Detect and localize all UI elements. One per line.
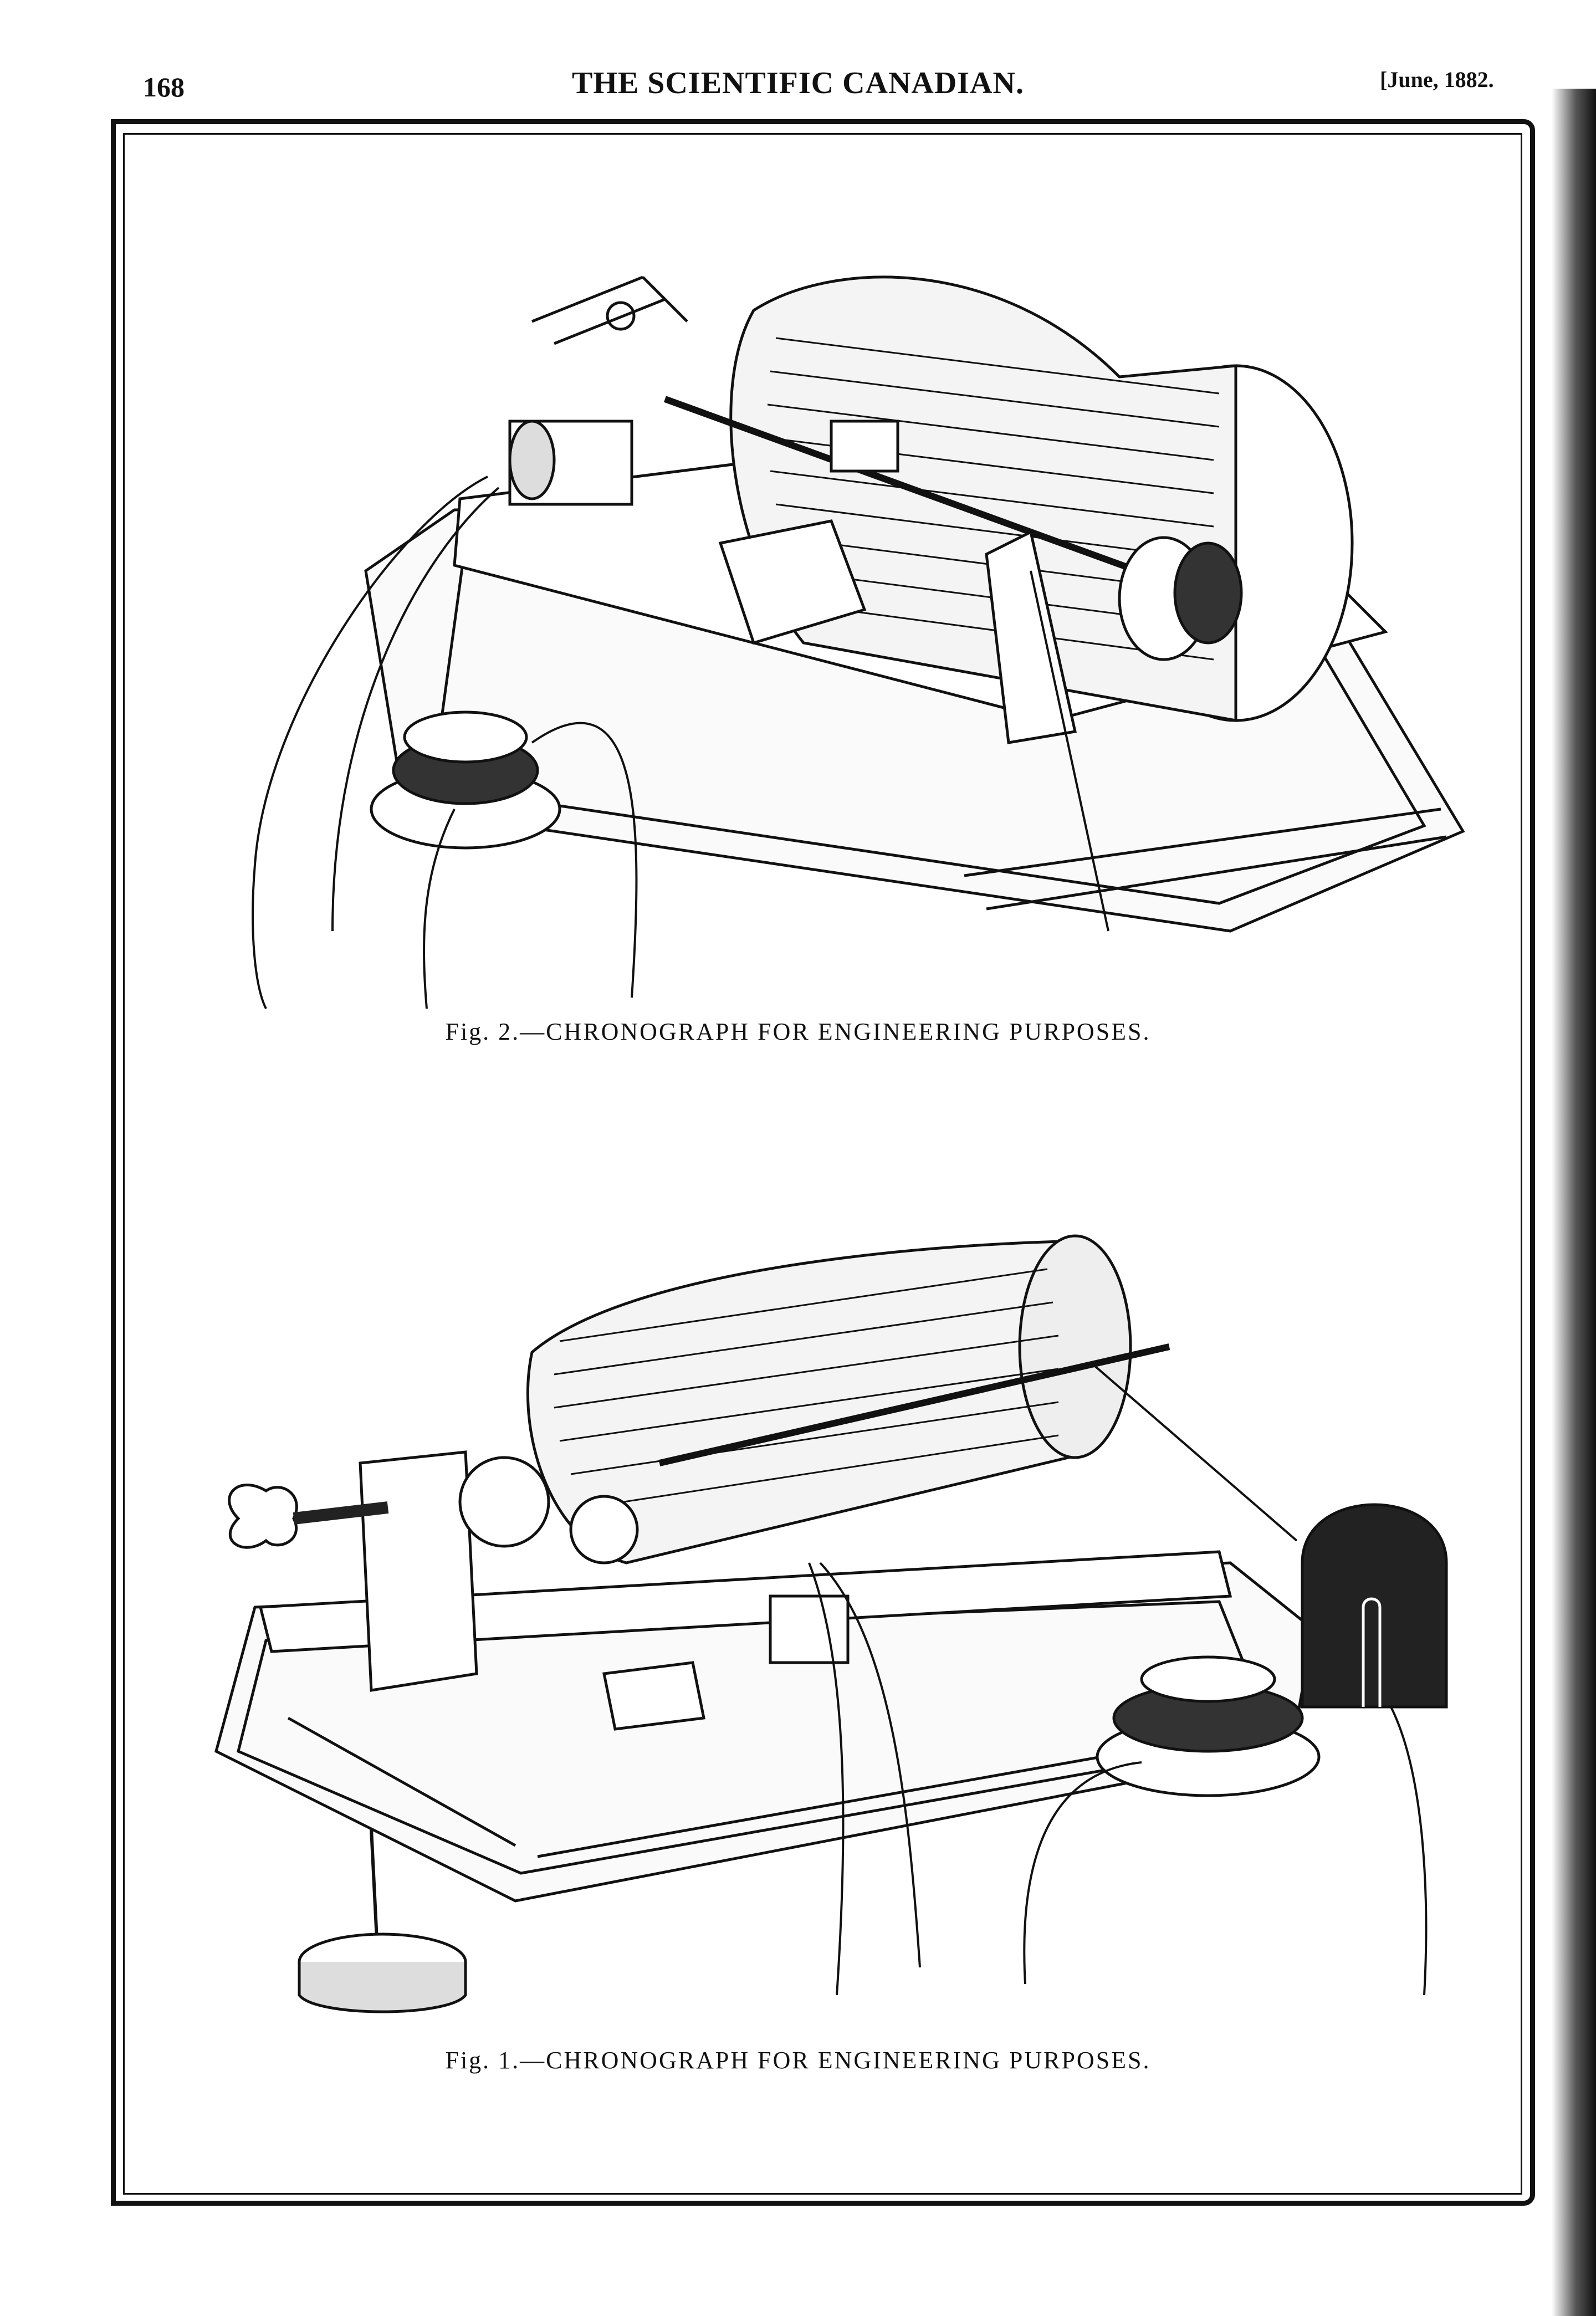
issue-date: [June, 1882. [1380,67,1494,92]
plate-border-inner [123,133,1522,2195]
figure-1-caption: Fig. 1.—CHRONOGRAPH FOR ENGINEERING PURP… [445,2047,1151,2074]
fig1-wires [808,1562,845,1996]
binding-gutter-shadow [1552,89,1596,2316]
fig1-drum-shading [554,1268,1059,1509]
page-number: 168 [143,71,185,103]
fig1-winding-key [228,1484,298,1549]
figure-2-illustration [222,211,1485,1014]
figure-2-caption: Fig. 2.—CHRONOGRAPH FOR ENGINEERING PURP… [445,1018,1151,1045]
fig1-drum-end [1018,1234,1132,1459]
fig2-wires [252,476,488,1009]
fig1-bell-cover [1301,1503,1448,1709]
figure-1-illustration [205,1219,1480,2023]
running-title: THE SCIENTIFIC CANADIAN. [572,66,1024,100]
plate-border-outer [111,119,1535,2206]
